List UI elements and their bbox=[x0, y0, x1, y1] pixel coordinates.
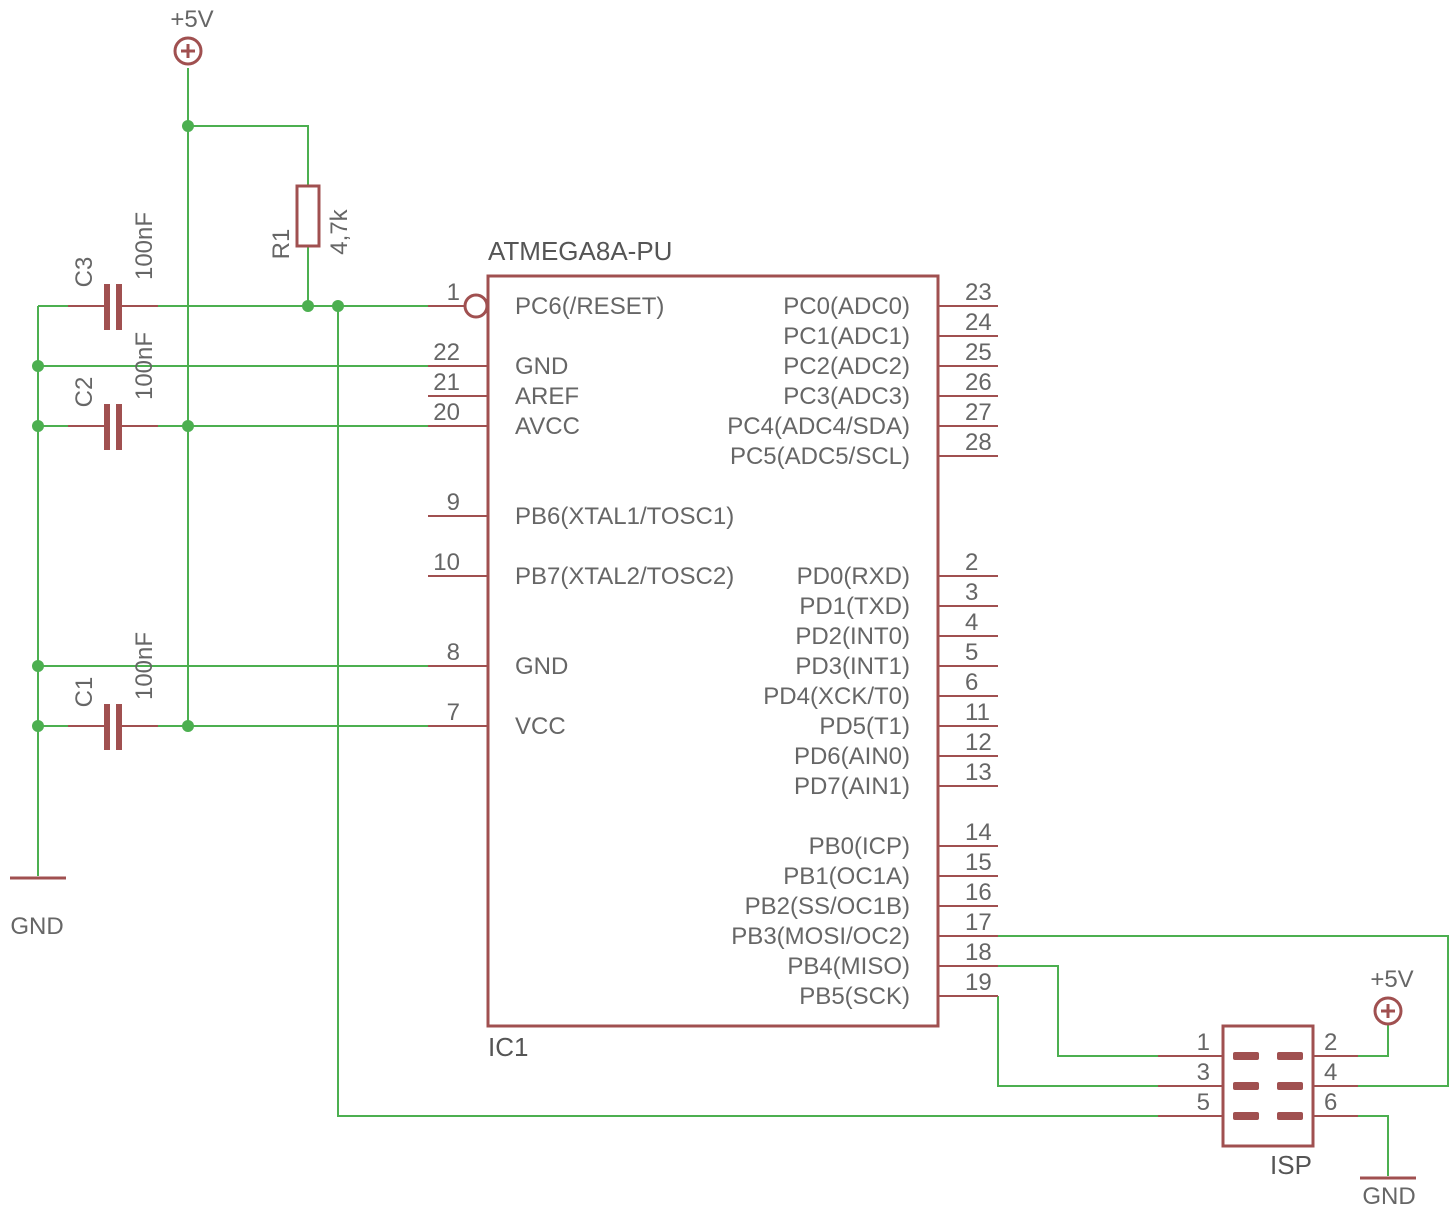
ic-pin-number: 13 bbox=[965, 759, 992, 786]
capacitor-value: 100nF bbox=[131, 212, 158, 280]
ic-pin-label: PD7(AIN1) bbox=[794, 773, 910, 800]
ic-pin-number: 1 bbox=[447, 279, 460, 306]
capacitor-ref: C2 bbox=[71, 377, 98, 408]
ic-pin-number: 10 bbox=[433, 549, 460, 576]
ic-pin-number: 27 bbox=[965, 399, 992, 426]
isp-pin-num: 1 bbox=[1197, 1029, 1210, 1056]
ground-left: GND bbox=[10, 876, 66, 940]
resistor-ref: R1 bbox=[268, 229, 295, 260]
wires bbox=[37, 68, 1449, 1176]
capacitor-c2: C2 100nF bbox=[68, 332, 158, 450]
ic-pin-label: PD2(INT0) bbox=[795, 623, 910, 650]
ic-pin-label: PB6(XTAL1/TOSC1) bbox=[515, 503, 734, 530]
ic-pin-number: 2 bbox=[965, 549, 978, 576]
isp-pin-num: 3 bbox=[1197, 1059, 1210, 1086]
capacitor-ref: C1 bbox=[71, 677, 98, 708]
power-supply-isp: +5V bbox=[1370, 966, 1414, 1026]
ic-pin-number: 14 bbox=[965, 819, 992, 846]
ic-pin-number: 28 bbox=[965, 429, 992, 456]
ic-pin-label: PD0(RXD) bbox=[797, 563, 910, 590]
ic-pin-label: PC6(/RESET) bbox=[515, 293, 664, 320]
chip-name: ATMEGA8A-PU bbox=[488, 236, 672, 266]
ic-pin-number: 18 bbox=[965, 939, 992, 966]
ic-pin-label: PC2(ADC2) bbox=[783, 353, 910, 380]
ic-pin-number: 8 bbox=[447, 639, 460, 666]
ic-pin-label: PB7(XTAL2/TOSC2) bbox=[515, 563, 734, 590]
capacitor-value: 100nF bbox=[131, 632, 158, 700]
ic-pin-number: 5 bbox=[965, 639, 978, 666]
isp-pin-num: 4 bbox=[1324, 1059, 1337, 1086]
ic-pin-number: 3 bbox=[965, 579, 978, 606]
ic-pin-number: 6 bbox=[965, 669, 978, 696]
ic-pin-label: PB1(OC1A) bbox=[783, 863, 910, 890]
ic-pin-label: PD4(XCK/T0) bbox=[763, 683, 910, 710]
isp-pin-num: 6 bbox=[1324, 1089, 1337, 1116]
right-pins: 23PC0(ADC0)24PC1(ADC1)25PC2(ADC2)26PC3(A… bbox=[727, 279, 998, 1010]
capacitor-c3: C3 100nF bbox=[68, 212, 158, 330]
ic-pin-label: PC1(ADC1) bbox=[783, 323, 910, 350]
ic-pin-label: PC5(ADC5/SCL) bbox=[730, 443, 910, 470]
ic-pin-label: PC0(ADC0) bbox=[783, 293, 910, 320]
ic-pin-label: PB0(ICP) bbox=[809, 833, 910, 860]
ic-pin-number: 9 bbox=[447, 489, 460, 516]
ic-pin-number: 22 bbox=[433, 339, 460, 366]
capacitor-value: 100nF bbox=[131, 332, 158, 400]
ic-pin-label: GND bbox=[515, 353, 568, 380]
isp-header: 1 3 5 2 4 6 ISP bbox=[1158, 1024, 1358, 1180]
ic-pin-label: PB2(SS/OC1B) bbox=[745, 893, 910, 920]
ic-pin-number: 16 bbox=[965, 879, 992, 906]
ic-pin-label: PD3(INT1) bbox=[795, 653, 910, 680]
ic-pin-number: 15 bbox=[965, 849, 992, 876]
ic-pin-label: PB5(SCK) bbox=[799, 983, 910, 1010]
gnd-left-label: GND bbox=[10, 913, 63, 940]
supply-isp-label: +5V bbox=[1370, 966, 1413, 993]
ic-pin-number: 23 bbox=[965, 279, 992, 306]
resistor-value: 4,7k bbox=[326, 208, 353, 254]
resistor-r1: R1 4,7k bbox=[268, 184, 353, 260]
ic-pin-label: PB4(MISO) bbox=[787, 953, 910, 980]
power-supply-top: +5V bbox=[170, 6, 214, 66]
ground-isp: GND bbox=[1360, 1176, 1416, 1210]
ic-pin-number: 7 bbox=[447, 699, 460, 726]
ic-pin-number: 26 bbox=[965, 369, 992, 396]
junctions bbox=[32, 120, 344, 732]
ic-pin-number: 19 bbox=[965, 969, 992, 996]
ic-pin-label: PB3(MOSI/OC2) bbox=[731, 923, 910, 950]
ic-pin-label: VCC bbox=[515, 713, 566, 740]
chip-ref: IC1 bbox=[488, 1032, 528, 1062]
capacitor-c1: C1 100nF bbox=[68, 632, 158, 750]
ic-pin-number: 24 bbox=[965, 309, 992, 336]
ic-pin-label: PD5(T1) bbox=[819, 713, 910, 740]
isp-ref: ISP bbox=[1270, 1150, 1312, 1180]
ic-pin-label: AVCC bbox=[515, 413, 580, 440]
ic-pin-label: PC4(ADC4/SDA) bbox=[727, 413, 910, 440]
gnd-isp-label: GND bbox=[1362, 1183, 1415, 1210]
ic-pin-number: 12 bbox=[965, 729, 992, 756]
supply-top-label: +5V bbox=[170, 6, 213, 33]
ic-pin-label: GND bbox=[515, 653, 568, 680]
ic-pin-number: 25 bbox=[965, 339, 992, 366]
ic-pin-label: PC3(ADC3) bbox=[783, 383, 910, 410]
capacitor-ref: C3 bbox=[71, 257, 98, 288]
ic-pin-number: 21 bbox=[433, 369, 460, 396]
ic-pin-label: PD1(TXD) bbox=[799, 593, 910, 620]
ic-pin-label: PD6(AIN0) bbox=[794, 743, 910, 770]
ic-pin-number: 17 bbox=[965, 909, 992, 936]
isp-pin-num: 5 bbox=[1197, 1089, 1210, 1116]
ic-pin-number: 20 bbox=[433, 399, 460, 426]
ic-pin-number: 11 bbox=[965, 699, 990, 726]
ic-pin-number: 4 bbox=[965, 609, 978, 636]
isp-pin-num: 2 bbox=[1324, 1029, 1337, 1056]
ic-pin-label: AREF bbox=[515, 383, 579, 410]
